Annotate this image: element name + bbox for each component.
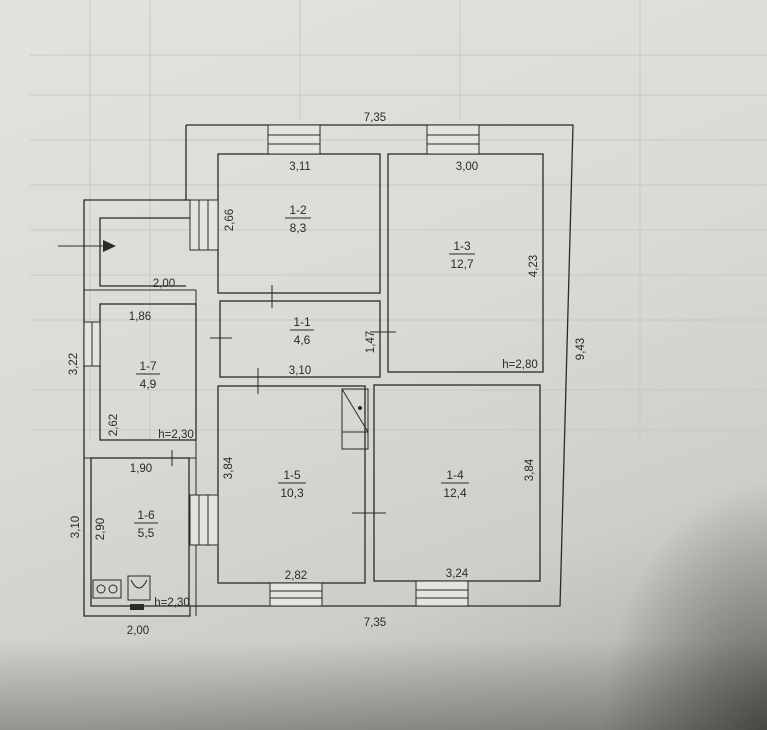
height-main: h=2,80 <box>502 359 538 371</box>
dim-r14-width: 3,24 <box>446 568 469 580</box>
dim-r14-height: 3,84 <box>524 458 536 481</box>
dim-r15-height: 3,84 <box>223 456 235 479</box>
dim-r16-outer-height: 3,10 <box>70 516 82 538</box>
height-room-1-6: h=2,30 <box>154 597 190 609</box>
room-1-4-id: 1-4 <box>446 468 464 482</box>
dim-r17-width: 1,86 <box>129 311 151 323</box>
windows <box>83 124 480 607</box>
room-1-6-id: 1-6 <box>137 508 155 522</box>
outer-walls <box>83 124 574 617</box>
dim-r12-height: 2,66 <box>224 209 236 231</box>
height-labels: h=2,80 h=2,30 h=2,30 <box>154 359 538 609</box>
room-1-4-area: 12,4 <box>443 486 467 500</box>
dim-r11-width: 3,10 <box>289 365 311 377</box>
room-1-1-id: 1-1 <box>293 315 311 329</box>
height-room-1-7: h=2,30 <box>158 429 194 441</box>
room-1-2-id: 1-2 <box>289 203 307 217</box>
room-1-6-area: 5,5 <box>138 526 155 540</box>
dim-r11-height: 1,47 <box>365 331 377 353</box>
show-through-grid <box>30 0 767 440</box>
room-1-7-id: 1-7 <box>139 359 157 373</box>
dim-r12-width: 3,11 <box>289 161 311 173</box>
dim-right-total: 9,43 <box>575 338 587 360</box>
room-1-1-outline <box>219 300 381 378</box>
room-1-7-outline <box>99 303 197 441</box>
dim-top-total: 7,35 <box>364 112 386 124</box>
room-1-3-area: 12,7 <box>450 257 474 271</box>
stove-icon <box>341 388 369 450</box>
dim-r17-outer-height: 3,22 <box>68 353 80 375</box>
room-1-1-area: 4,6 <box>294 333 311 347</box>
gas-stove-icon <box>92 579 122 599</box>
entrance-arrow-icon <box>58 240 116 252</box>
dim-r13-height: 4,23 <box>528 255 540 277</box>
sink-icon <box>127 575 151 610</box>
dimension-labels: 7,35 3,11 3,00 2,00 1,86 3,10 1,90 2,82 … <box>68 112 587 637</box>
dim-r16-width: 1,90 <box>130 463 152 475</box>
room-1-5-outline <box>217 385 366 584</box>
dim-porch-width: 2,00 <box>153 278 175 290</box>
room-1-2-area: 8,3 <box>290 221 307 235</box>
dim-bottom-total: 7,35 <box>364 617 386 629</box>
room-1-7-area: 4,9 <box>140 377 157 391</box>
room-1-5-area: 10,3 <box>280 486 304 500</box>
door-ticks <box>171 285 396 514</box>
dim-r17-inner-height: 2,62 <box>108 414 120 436</box>
photo-shadow-corner <box>600 480 767 730</box>
room-labels: 1-2 8,3 1-3 12,7 1-1 4,6 1-7 4,9 1-5 10,… <box>134 203 475 540</box>
dim-r16-inner-height: 2,90 <box>95 518 107 540</box>
room-1-5-id: 1-5 <box>283 468 301 482</box>
dim-r15-width: 2,82 <box>285 570 307 582</box>
room-1-3-id: 1-3 <box>453 239 471 253</box>
dim-bottom-left: 2,00 <box>127 625 149 637</box>
dim-r13-width: 3,00 <box>456 161 478 173</box>
